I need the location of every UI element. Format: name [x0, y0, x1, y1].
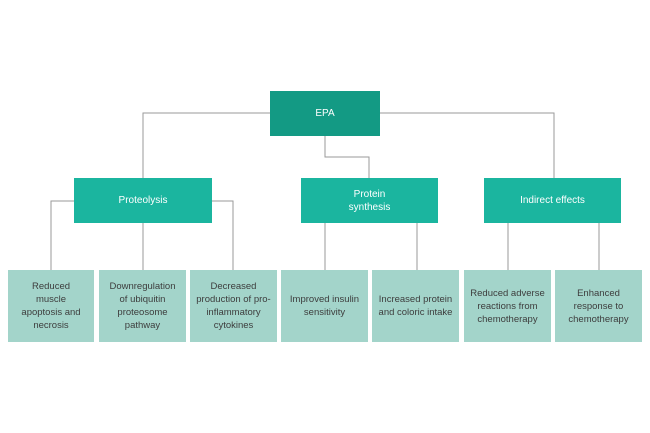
effect-label: Enhanced response to chemotherapy — [568, 287, 629, 325]
connector-proteolysis-apoptosis — [50, 200, 74, 270]
effect-node-chemotherapy-response: Enhanced response to chemotherapy — [555, 270, 642, 342]
category-label: Proteolysis — [118, 195, 168, 206]
category-node-protein-synthesis: Protein synthesis — [301, 178, 438, 223]
connector-root-proteolysis — [142, 112, 270, 178]
effect-node-inflammatory-cytokines: Decreased production of pro-inflammatory… — [190, 270, 277, 342]
effect-node-muscle-apoptosis: Reduced muscle apoptosis and necrosis — [8, 270, 94, 342]
root-node-epa: EPA — [270, 91, 380, 136]
effect-node-insulin-sensitivity: Improved insulin sensitivity — [281, 270, 368, 342]
effect-node-ubiquitin-pathway: Downregulation of ubiquitin proteosome p… — [99, 270, 186, 342]
effect-label: Improved insulin sensitivity — [289, 294, 360, 318]
connector-root-protein-synthesis — [324, 136, 370, 178]
effect-label: Reduced adverse reactions from chemother… — [470, 287, 545, 325]
category-node-indirect-effects: Indirect effects — [484, 178, 621, 223]
category-node-proteolysis: Proteolysis — [74, 178, 212, 223]
effect-label: Decreased production of pro-inflammatory… — [196, 281, 271, 331]
connector-proteolysis-cytokines — [212, 200, 234, 270]
effect-label: Increased protein and coloric intake — [378, 294, 453, 318]
category-label: Protein synthesis — [348, 188, 391, 213]
connector-root-indirect-effects — [380, 112, 555, 178]
effect-node-protein-intake: Increased protein and coloric intake — [372, 270, 459, 342]
effect-label: Downregulation of ubiquitin proteosome p… — [109, 281, 176, 331]
effect-label: Reduced muscle apoptosis and necrosis — [21, 281, 81, 331]
category-label: Indirect effects — [520, 195, 585, 206]
root-label: EPA — [315, 108, 335, 119]
effect-node-adverse-reactions: Reduced adverse reactions from chemother… — [464, 270, 551, 342]
